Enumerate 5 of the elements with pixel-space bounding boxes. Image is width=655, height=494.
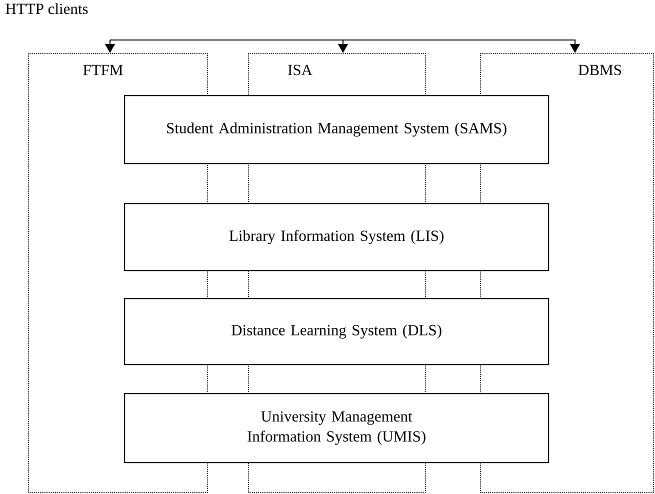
system-box: Student Administration Management System (SAMS) [124,95,550,164]
system-box: University Management Information System (UMIS) [124,393,550,464]
system-box: Distance Learning System (DLS) [124,298,550,366]
client-label: HTTP clients [6,3,88,14]
system-box: Library Information System (LIS) [124,203,550,272]
